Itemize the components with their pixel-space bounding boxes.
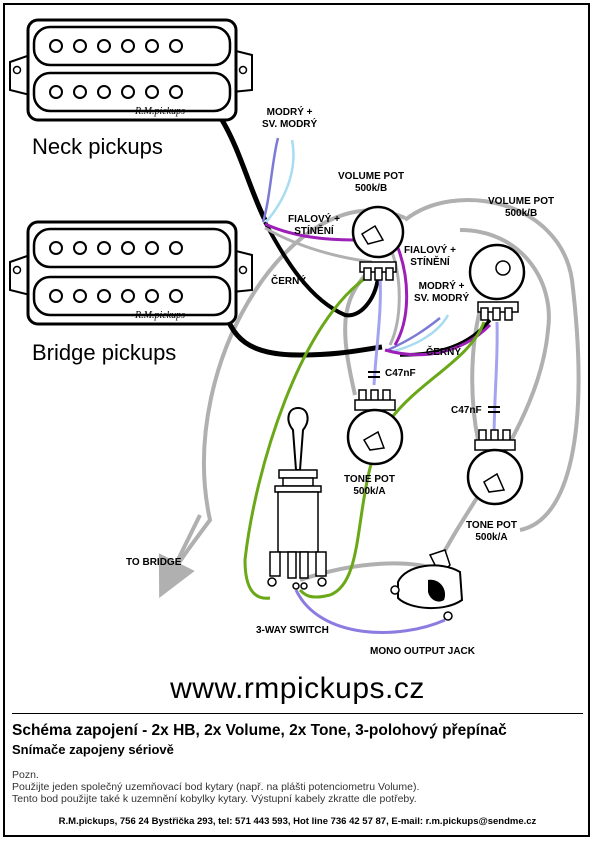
- note-line-1: Použijte jeden společný uzemňovací bod k…: [12, 781, 420, 793]
- label-mono-output-jack: MONO OUTPUT JACK: [370, 646, 475, 657]
- black-wire-neck: [219, 118, 268, 222]
- green-wire-vol1: [243, 273, 371, 600]
- label-cerny-2: ČERNÝ: [426, 347, 462, 358]
- tone-pot-1: [346, 389, 404, 466]
- label-cerny-1: ČERNÝ: [271, 276, 307, 287]
- black-wire-bridge: [219, 299, 383, 358]
- label-fialovy-stineni-1: FIALOVÝ +STÍNĚNÍ: [288, 214, 340, 237]
- website-url[interactable]: www.rmpickups.cz: [170, 672, 425, 705]
- to-bridge-arrow: [158, 514, 202, 598]
- neck-pickup-label: Neck pickups: [32, 134, 163, 159]
- volume-pot-1: [351, 205, 405, 281]
- violet-wire-output: [294, 589, 446, 634]
- volume-pot-2: [468, 243, 526, 321]
- lightblue-wire-cap2: [492, 321, 499, 436]
- label-three-way-switch: 3-WAY SWITCH: [256, 625, 329, 636]
- lightblue-wire-bridge: [389, 314, 450, 354]
- label-modry-sv-modry-mid: MODRÝ +SV. MODRÝ: [414, 281, 470, 304]
- blue-wire-bridge: [387, 317, 441, 352]
- label-modry-sv-modry-top: MODRÝ +SV. MODRÝ: [262, 107, 318, 130]
- wires: [166, 118, 581, 634]
- black-wire-neck-gnd: [263, 221, 380, 318]
- bridge-pickup: [9, 220, 253, 326]
- gray-wire-ground-loop: [403, 198, 581, 532]
- label-to-bridge: TO BRIDGE: [126, 557, 182, 568]
- label-cap-1: C47nF: [385, 368, 416, 379]
- gray-wire-bridge: [166, 208, 406, 582]
- lightblue-wire-neck: [265, 139, 295, 223]
- note-line-2: Tento bod použijte také k uzemnění kobyl…: [12, 793, 417, 805]
- gray-wire-vol1: [343, 268, 372, 396]
- label-cap-2: C47nF: [451, 405, 482, 416]
- note-label: Pozn.: [12, 769, 39, 781]
- three-way-switch: [267, 406, 327, 590]
- shield-wire-neck: [264, 226, 373, 264]
- footer-divider: [12, 713, 583, 714]
- diagram-subtitle: Snímače zapojeny sériově: [12, 742, 174, 757]
- capacitor-2: [488, 406, 500, 413]
- mono-output-jack: [390, 549, 464, 621]
- label-fialovy-stineni-2: FIALOVÝ +STÍNĚNÍ: [404, 245, 456, 268]
- gray-wire-vol2: [470, 309, 482, 441]
- purple-wire-bridge: [393, 247, 409, 346]
- bridge-brand-mark: R.M.pickups: [135, 310, 185, 321]
- gray-wire-switch-ground: [438, 228, 551, 561]
- purple-wire-vol2: [384, 323, 492, 357]
- diagram-title: Schéma zapojení - 2x HB, 2x Volume, 2x T…: [12, 722, 507, 739]
- contact-info: R.M.pickups, 756 24 Bystřička 293, tel: …: [58, 816, 537, 827]
- page-border: [3, 3, 590, 837]
- green-wire-vol2: [298, 321, 486, 599]
- shield-wire-bridge: [388, 251, 401, 346]
- tone-pot-2: [466, 429, 524, 506]
- blue-wire-neck: [261, 137, 280, 223]
- bridge-pickup-label: Bridge pickups: [32, 340, 177, 365]
- neck-pickup: [9, 18, 253, 122]
- neck-brand-mark: R.M.pickups: [135, 106, 185, 117]
- capacitor-1: [368, 371, 380, 378]
- lightblue-wire-cap1: [372, 277, 382, 386]
